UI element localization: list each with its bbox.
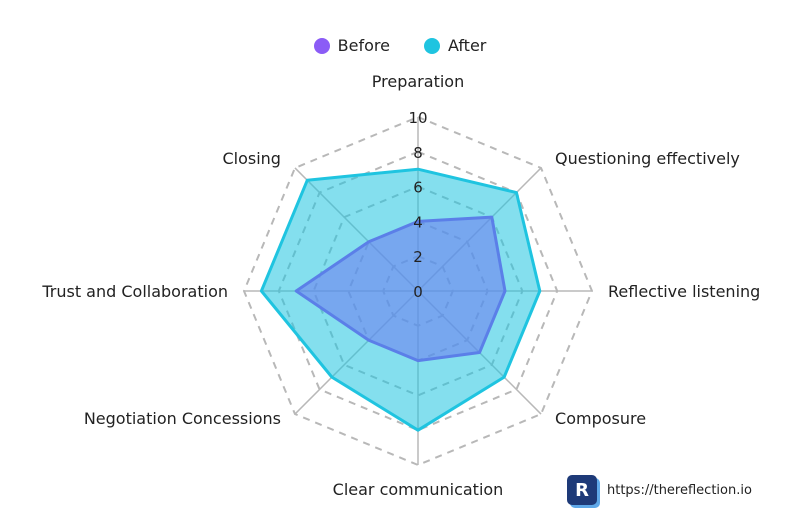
tick-label: 6 bbox=[413, 179, 423, 197]
tick-label: 10 bbox=[408, 109, 427, 127]
grid-ring-5 bbox=[242, 115, 594, 467]
axis-label: Composure bbox=[555, 409, 646, 428]
tick-label: 2 bbox=[413, 248, 423, 266]
brand-url: https://thereflection.io bbox=[607, 482, 752, 498]
legend-label-before: Before bbox=[337, 36, 390, 55]
chart-legend: Before After bbox=[0, 36, 800, 55]
axis-label: Clear communication bbox=[333, 480, 504, 499]
legend-item-after: After bbox=[423, 36, 487, 55]
axis-label: Preparation bbox=[372, 72, 464, 91]
axis-label: Trust and Collaboration bbox=[41, 282, 228, 301]
axis-label: Questioning effectively bbox=[555, 149, 740, 168]
legend-swatch-before bbox=[313, 37, 330, 54]
tick-label: 4 bbox=[413, 213, 423, 231]
series-area-before bbox=[294, 215, 507, 363]
axis-label: Closing bbox=[222, 149, 280, 168]
legend-swatch-after bbox=[423, 37, 440, 54]
tick-label: 0 bbox=[413, 283, 423, 301]
axis-label: Negotiation Concessions bbox=[84, 409, 281, 428]
branding: R https://thereflection.io bbox=[567, 475, 752, 505]
legend-item-before: Before bbox=[313, 36, 390, 55]
tick-label: 8 bbox=[413, 144, 423, 162]
reflection-logo-icon: R bbox=[567, 475, 597, 505]
axis-label: Reflective listening bbox=[608, 282, 760, 301]
legend-label-after: After bbox=[447, 36, 487, 55]
